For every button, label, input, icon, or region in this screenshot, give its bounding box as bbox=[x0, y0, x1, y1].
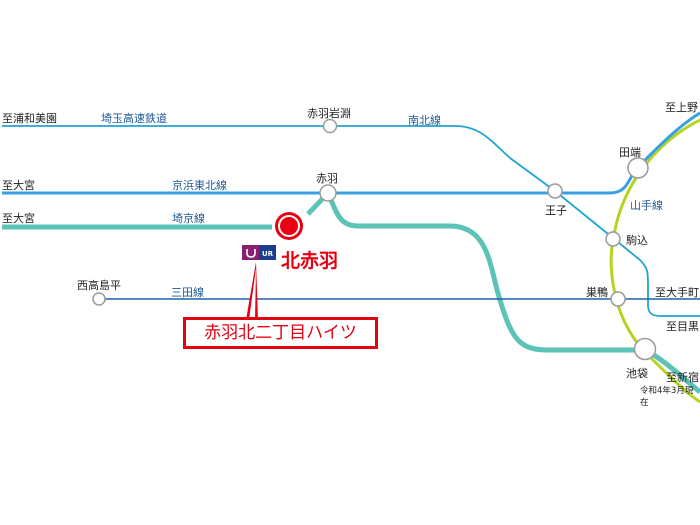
station-kita-akabane-core bbox=[280, 217, 298, 235]
property-callout[interactable]: 赤羽北二丁目ハイツ bbox=[183, 317, 378, 349]
dest-ueno: 至上野 bbox=[665, 101, 698, 114]
saikyo-line-east bbox=[306, 188, 700, 394]
station-label-komagome: 駒込 bbox=[626, 234, 648, 247]
svg-text:UR: UR bbox=[262, 250, 274, 258]
dest-omiya-2: 至大宮 bbox=[2, 212, 35, 225]
station-nishitakashimadaira[interactable] bbox=[92, 292, 106, 306]
line-label-mita: 三田線 bbox=[171, 286, 204, 299]
station-tabata[interactable] bbox=[627, 157, 649, 179]
dest-meguro: 至目黒 bbox=[666, 320, 699, 333]
line-label-namboku: 南北線 bbox=[408, 114, 441, 127]
namboku-line bbox=[2, 125, 700, 317]
station-ikebukuro[interactable] bbox=[633, 337, 657, 361]
line-label-saikyo: 埼京線 bbox=[172, 212, 205, 225]
dest-shinjuku: 至新宿 bbox=[666, 371, 699, 384]
dest-urawa-misono: 至浦和美園 bbox=[2, 112, 57, 125]
pointer-inner bbox=[249, 268, 256, 320]
line-label-yamanote: 山手線 bbox=[630, 199, 663, 212]
dest-otemachi: 至大手町 bbox=[655, 286, 699, 299]
station-oji[interactable] bbox=[547, 183, 563, 199]
station-akabane[interactable] bbox=[319, 184, 337, 202]
line-label-saitama-railway: 埼玉高速鉄道 bbox=[101, 112, 167, 125]
note-as-of-date: 令和4年3月現在 bbox=[640, 386, 694, 408]
line-label-keihin-tohoku: 京浜東北線 bbox=[172, 179, 227, 192]
station-label-sugamo: 巣鴨 bbox=[586, 286, 608, 299]
dest-omiya-1: 至大宮 bbox=[2, 179, 35, 192]
yamanote-line bbox=[609, 118, 700, 404]
station-label-oji: 王子 bbox=[545, 204, 567, 217]
station-akabane-iwabuchi[interactable] bbox=[322, 118, 338, 134]
station-sugamo[interactable] bbox=[610, 291, 626, 307]
station-label-ikebukuro: 池袋 bbox=[626, 367, 648, 380]
station-komagome[interactable] bbox=[605, 231, 621, 247]
ur-logo: UR bbox=[242, 245, 276, 260]
station-label-kita-akabane: 北赤羽 bbox=[281, 250, 339, 272]
station-label-tabata: 田端 bbox=[619, 146, 641, 159]
station-label-akabane-iwabuchi: 赤羽岩淵 bbox=[307, 107, 351, 120]
station-label-akabane: 赤羽 bbox=[316, 172, 338, 185]
station-label-nishitakashimadaira: 西高島平 bbox=[77, 279, 121, 292]
